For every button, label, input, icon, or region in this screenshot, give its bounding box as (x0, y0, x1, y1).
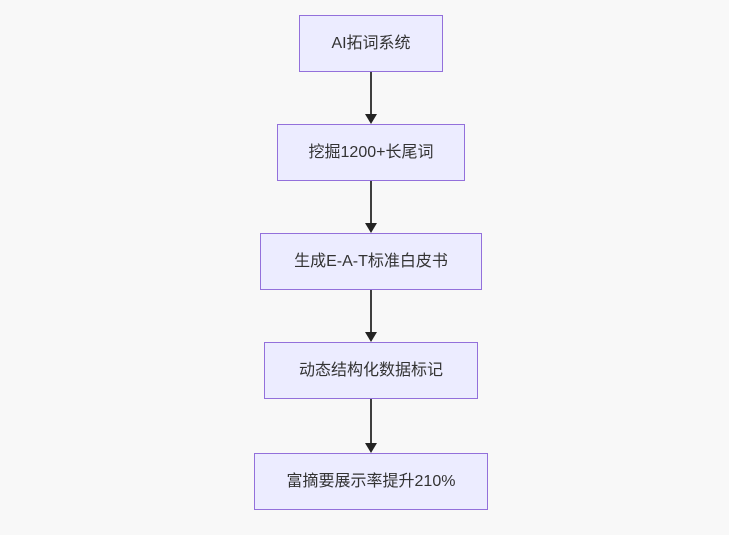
flow-node-label: AI拓词系统 (331, 34, 411, 52)
flowchart: AI拓词系统 挖掘1200+长尾词 生成E-A-T标准白皮书 动态结构化数据标记 (254, 15, 488, 510)
flow-node-dynamic-structured-data-markup: 动态结构化数据标记 (264, 342, 478, 399)
flow-arrow-down (365, 290, 377, 342)
flow-node-generate-eat-whitepaper: 生成E-A-T标准白皮书 (260, 233, 482, 290)
arrowhead-down-icon (365, 223, 377, 233)
flow-node-label: 动态结构化数据标记 (298, 361, 443, 379)
arrow-shaft (370, 72, 372, 115)
flow-node-label: 挖掘1200+长尾词 (308, 143, 434, 161)
flow-node-ai-word-expansion-system: AI拓词系统 (299, 15, 443, 72)
flow-arrow-down (365, 72, 377, 124)
flow-arrow-down (365, 399, 377, 453)
arrow-shaft (370, 290, 372, 333)
arrowhead-down-icon (365, 332, 377, 342)
arrowhead-down-icon (365, 443, 377, 453)
flow-node-label: 生成E-A-T标准白皮书 (294, 252, 448, 270)
flow-arrow-down (365, 181, 377, 233)
arrow-shaft (370, 181, 372, 224)
arrowhead-down-icon (365, 114, 377, 124)
flow-node-label: 富摘要展示率提升210% (286, 472, 456, 490)
flow-node-mine-longtail-keywords: 挖掘1200+长尾词 (277, 124, 465, 181)
flow-node-rich-snippet-rate-increase: 富摘要展示率提升210% (254, 453, 488, 510)
arrow-shaft (370, 399, 372, 444)
